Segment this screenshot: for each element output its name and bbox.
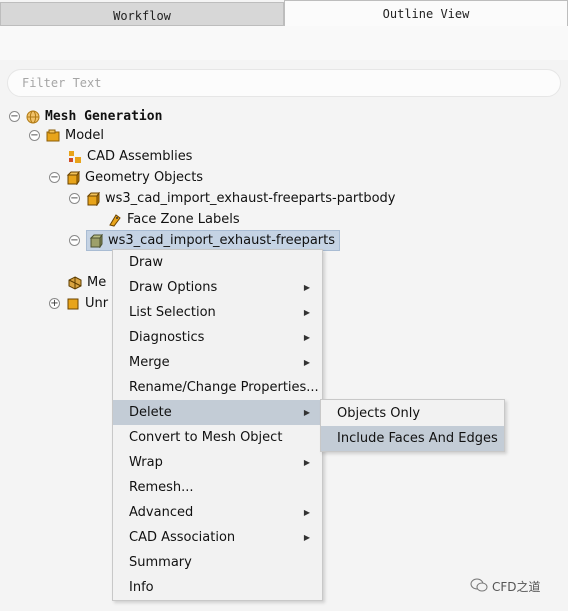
submenu-arrow-icon: ▶ bbox=[303, 533, 310, 542]
tree-item-mesh-objects[interactable]: Me bbox=[68, 272, 106, 293]
tab-bar: Workflow Outline View bbox=[0, 0, 568, 26]
mesh-object-icon bbox=[68, 275, 82, 290]
expand-toggle[interactable]: + bbox=[49, 298, 60, 309]
menu-item-draw[interactable]: Draw bbox=[113, 250, 322, 275]
toolbar-band bbox=[0, 26, 568, 60]
menu-item-label: Draw Options bbox=[129, 280, 218, 295]
collapse-toggle[interactable]: − bbox=[69, 235, 80, 246]
model-icon bbox=[46, 129, 60, 143]
collapse-toggle[interactable]: − bbox=[29, 130, 40, 141]
geometry-icon bbox=[66, 169, 80, 186]
tree-item-partbody[interactable]: − ws3_cad_import_exhaust-freeparts-partb… bbox=[69, 188, 396, 209]
menu-item-merge[interactable]: Merge ▶ bbox=[113, 350, 322, 375]
assemblies-icon bbox=[68, 150, 82, 164]
menu-item-draw-options[interactable]: Draw Options ▶ bbox=[113, 275, 322, 300]
watermark: CFD之道 bbox=[470, 578, 541, 595]
collapse-toggle[interactable]: − bbox=[9, 111, 20, 122]
tree-item-label: ws3_cad_import_exhaust-freeparts bbox=[108, 233, 335, 248]
globe-icon bbox=[26, 110, 40, 124]
tree-item-label: Unr bbox=[85, 296, 109, 311]
submenu-arrow-icon: ▶ bbox=[303, 308, 310, 317]
tab-workflow[interactable]: Workflow bbox=[0, 2, 284, 26]
submenu-item-include-faces-and-edges[interactable]: Include Faces And Edges bbox=[321, 426, 504, 451]
menu-item-diagnostics[interactable]: Diagnostics ▶ bbox=[113, 325, 322, 350]
wechat-logo-icon bbox=[470, 578, 488, 595]
tree-item-face-zone-labels[interactable]: Face Zone Labels bbox=[108, 209, 240, 230]
selected-item[interactable]: ws3_cad_import_exhaust-freeparts bbox=[86, 230, 340, 251]
tree-item-label: Geometry Objects bbox=[85, 170, 204, 185]
delete-submenu: Objects Only Include Faces And Edges bbox=[320, 399, 505, 452]
menu-item-label: Delete bbox=[129, 405, 172, 420]
menu-item-label: Convert to Mesh Object bbox=[129, 430, 283, 445]
tree-item-label: Me bbox=[87, 275, 107, 290]
submenu-arrow-icon: ▶ bbox=[303, 333, 310, 342]
submenu-arrow-icon: ▶ bbox=[303, 458, 310, 467]
tree-item-mesh-generation[interactable]: − Mesh Generation bbox=[9, 106, 162, 127]
geometry-icon bbox=[86, 190, 100, 207]
collapse-toggle[interactable]: − bbox=[69, 193, 80, 204]
unreferenced-icon bbox=[66, 297, 80, 311]
menu-item-label: Wrap bbox=[129, 455, 163, 470]
labels-icon bbox=[108, 213, 122, 227]
menu-item-label: Info bbox=[129, 580, 154, 595]
submenu-arrow-icon: ▶ bbox=[303, 358, 310, 367]
tree-item-label: CAD Assemblies bbox=[87, 149, 193, 164]
geometry-icon bbox=[89, 232, 103, 249]
collapse-toggle[interactable]: − bbox=[49, 172, 60, 183]
tab-outline-view[interactable]: Outline View bbox=[284, 0, 568, 26]
tree-item-geometry-objects[interactable]: − Geometry Objects bbox=[49, 167, 203, 188]
menu-item-cad-association[interactable]: CAD Association ▶ bbox=[113, 525, 322, 550]
menu-item-label: Summary bbox=[129, 555, 192, 570]
tree-item-label: Face Zone Labels bbox=[127, 212, 240, 227]
tree-item-unreferenced[interactable]: + Unr bbox=[49, 293, 108, 314]
submenu-arrow-icon: ▶ bbox=[303, 408, 310, 417]
menu-item-summary[interactable]: Summary bbox=[113, 550, 322, 575]
watermark-text: CFD之道 bbox=[492, 580, 541, 594]
menu-item-label: Include Faces And Edges bbox=[337, 431, 498, 446]
menu-item-convert-to-mesh-object[interactable]: Convert to Mesh Object bbox=[113, 425, 322, 450]
menu-item-remesh[interactable]: Remesh... bbox=[113, 475, 322, 500]
context-menu: Draw Draw Options ▶ List Selection ▶ Diagn… bbox=[112, 249, 323, 601]
submenu-item-objects-only[interactable]: Objects Only bbox=[321, 401, 504, 426]
tree-item-cad-assemblies[interactable]: CAD Assemblies bbox=[68, 146, 192, 167]
menu-item-advanced[interactable]: Advanced ▶ bbox=[113, 500, 322, 525]
menu-item-label: CAD Association bbox=[129, 530, 236, 545]
menu-item-info[interactable]: Info bbox=[113, 575, 322, 600]
menu-item-label: List Selection bbox=[129, 305, 216, 320]
tree-item-label: Model bbox=[65, 128, 105, 143]
menu-item-list-selection[interactable]: List Selection ▶ bbox=[113, 300, 322, 325]
menu-item-label: Advanced bbox=[129, 505, 194, 520]
submenu-arrow-icon: ▶ bbox=[303, 508, 310, 517]
menu-item-label: Rename/Change Properties... bbox=[129, 380, 319, 395]
menu-item-label: Objects Only bbox=[337, 406, 421, 421]
tree-item-model[interactable]: − Model bbox=[29, 125, 104, 146]
menu-item-label: Remesh... bbox=[129, 480, 194, 495]
tree-item-label: Mesh Generation bbox=[45, 109, 163, 124]
menu-item-label: Merge bbox=[129, 355, 170, 370]
tree-item-label: ws3_cad_import_exhaust-freeparts-partbod… bbox=[105, 191, 396, 206]
filter-text-input[interactable] bbox=[7, 69, 561, 97]
tree-item-freeparts[interactable]: − ws3_cad_import_exhaust-freeparts bbox=[69, 230, 340, 251]
menu-item-label: Diagnostics bbox=[129, 330, 205, 345]
menu-item-rename[interactable]: Rename/Change Properties... bbox=[113, 375, 322, 400]
menu-item-delete[interactable]: Delete ▶ bbox=[113, 400, 322, 425]
menu-item-wrap[interactable]: Wrap ▶ bbox=[113, 450, 322, 475]
submenu-arrow-icon: ▶ bbox=[303, 283, 310, 292]
menu-item-label: Draw bbox=[129, 255, 163, 270]
